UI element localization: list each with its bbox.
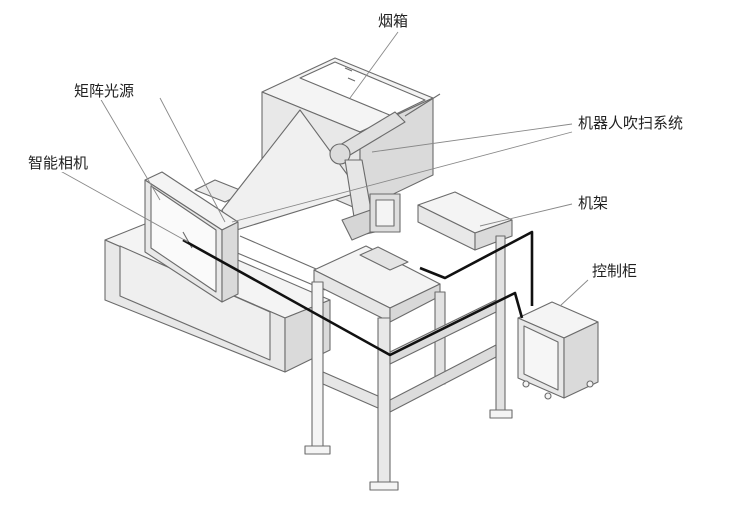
label-control-cabinet: 控制柜	[590, 262, 640, 280]
label-robot-blowing: 机器人吹扫系统	[576, 114, 686, 132]
frame-drawing	[304, 191, 513, 491]
robot-arm-drawing	[329, 93, 441, 241]
label-frame: 机架	[576, 194, 611, 212]
label-smart-camera: 智能相机	[26, 154, 91, 172]
label-matrix-light: 矩阵光源	[72, 82, 137, 100]
cables	[182, 230, 534, 357]
leader-lines	[54, 31, 589, 307]
control-cabinet-drawing	[517, 301, 599, 400]
label-smoke-box: 烟箱	[376, 12, 411, 30]
